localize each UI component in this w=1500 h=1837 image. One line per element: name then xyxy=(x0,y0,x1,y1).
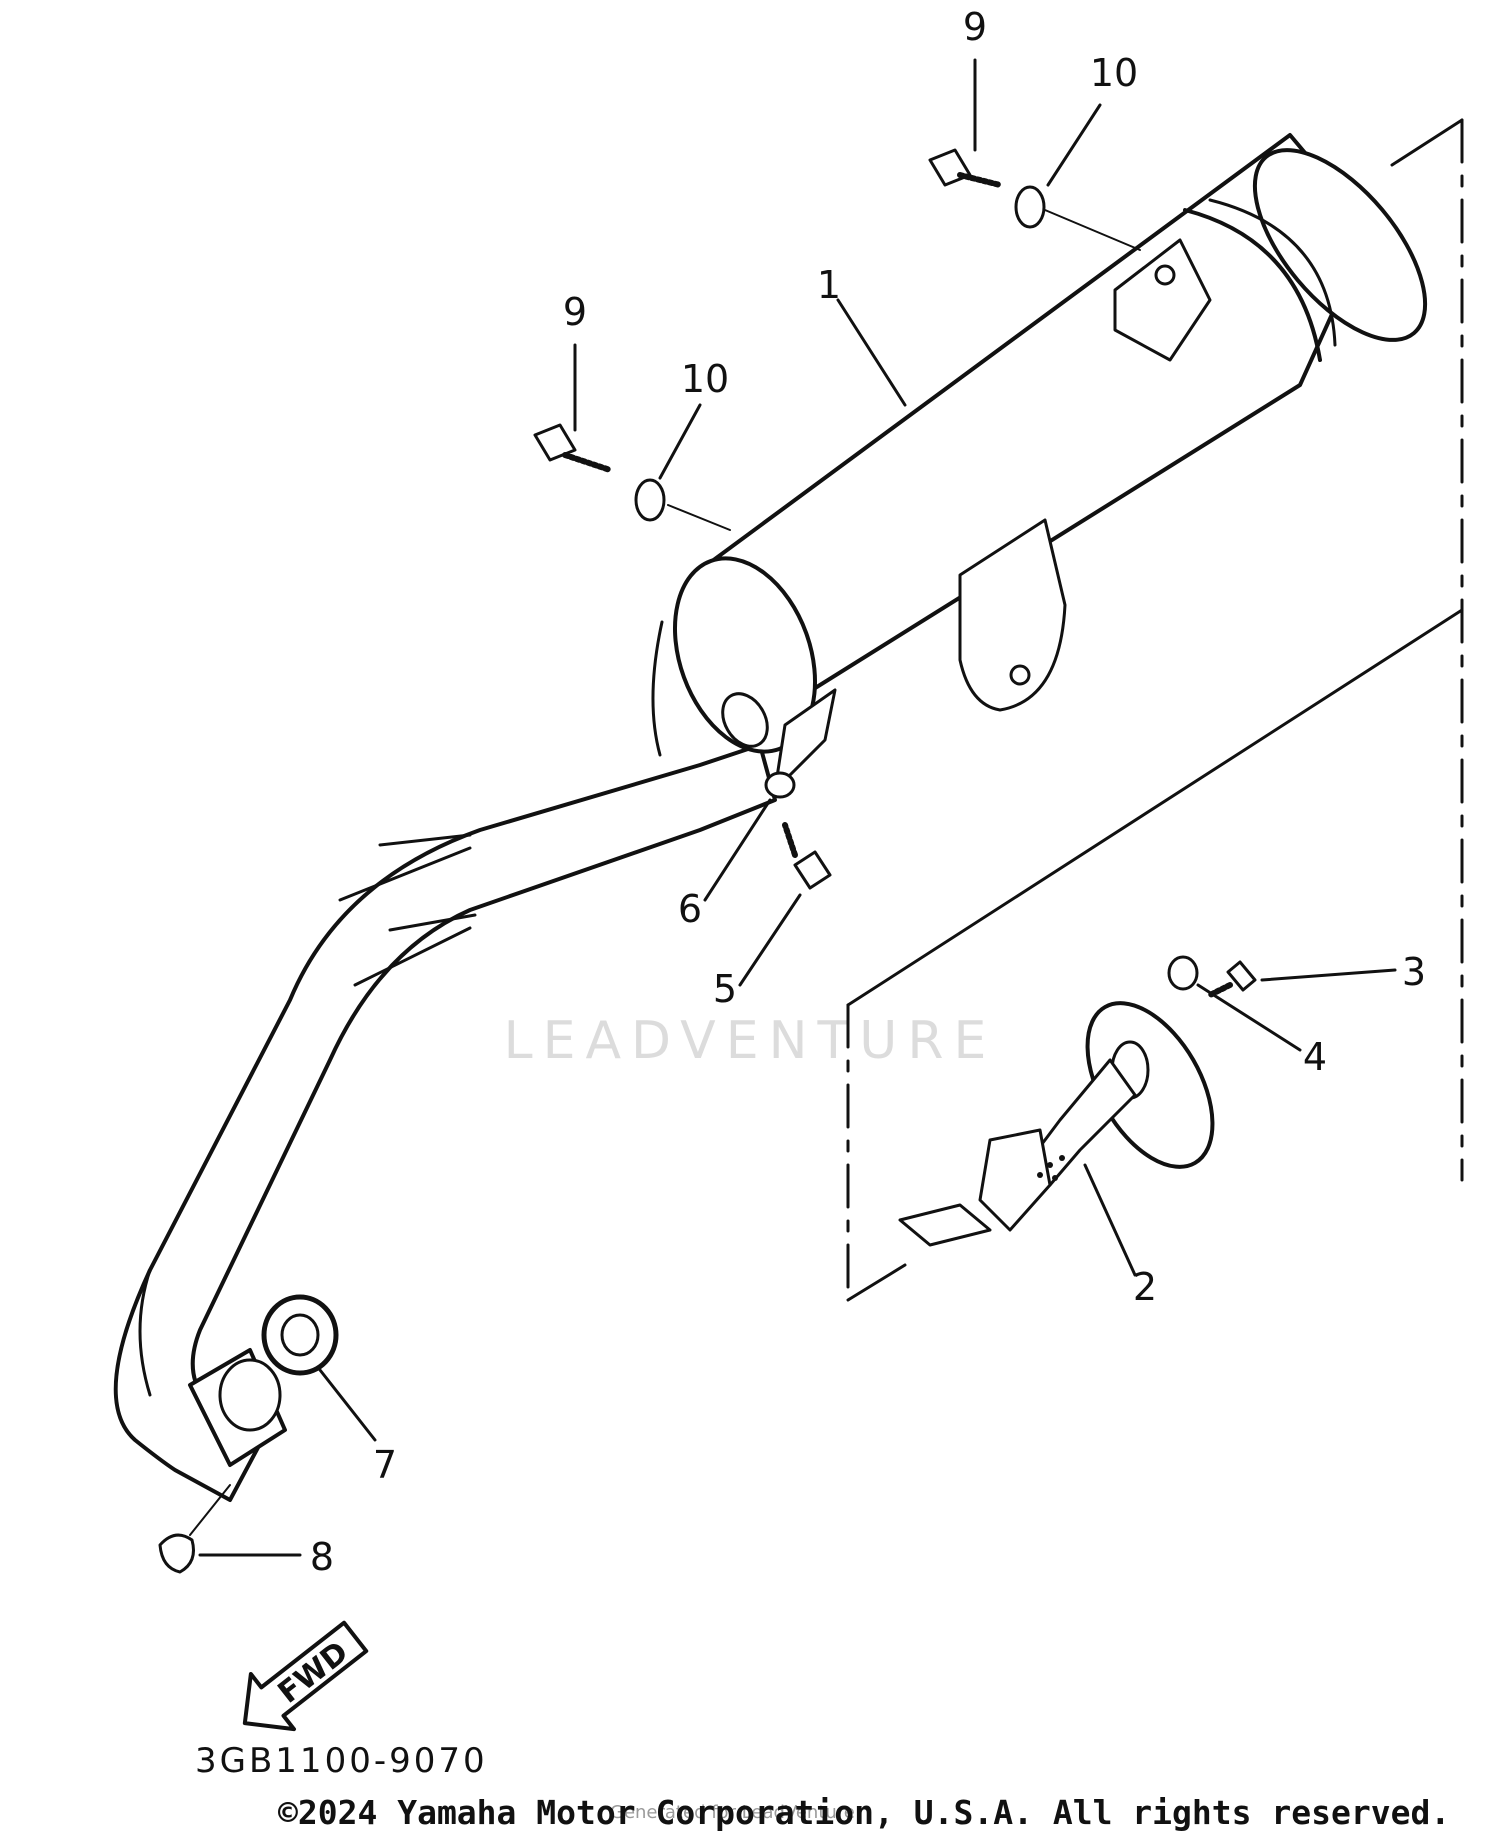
callout-9-lower: 9 xyxy=(563,290,587,334)
callout-6: 6 xyxy=(678,887,702,931)
callout-10-upper: 10 xyxy=(1090,51,1138,95)
washer-4 xyxy=(1167,955,1302,1052)
callout-4: 4 xyxy=(1303,1035,1327,1079)
fwd-arrow: FWD xyxy=(242,1620,369,1732)
callout-9-upper: 9 xyxy=(963,5,987,49)
callout-labels: 1 2 3 4 5 6 7 8 9 10 9 10 xyxy=(310,5,1426,1579)
drawing-number: 3GB1100-9070 xyxy=(195,1741,488,1781)
callout-10-lower: 10 xyxy=(681,357,729,401)
bolt-3 xyxy=(1207,960,1397,998)
bolt-5 xyxy=(738,822,832,987)
callout-8: 8 xyxy=(310,1535,334,1579)
washer-6 xyxy=(703,771,796,902)
callout-5: 5 xyxy=(713,967,737,1011)
callout-7: 7 xyxy=(373,1443,397,1487)
lower-bolt-9 xyxy=(533,343,613,473)
faint-overlay-text: Generated for LeadVenture xyxy=(610,1802,855,1823)
gasket-7 xyxy=(261,1294,377,1442)
nut-8 xyxy=(158,1484,302,1574)
callout-3: 3 xyxy=(1402,950,1426,994)
callout-1: 1 xyxy=(817,263,841,307)
pipe-flange xyxy=(188,1348,287,1467)
muffler-assembly xyxy=(113,133,1428,1502)
upper-washer-10 xyxy=(1014,103,1141,251)
upper-bolt-9 xyxy=(928,58,1003,188)
spark-arrester-insert xyxy=(898,1001,1215,1277)
copyright-notice: ©2024 Yamaha Motor Corporation, U.S.A. A… xyxy=(278,1793,1451,1832)
callout-2: 2 xyxy=(1133,1265,1157,1309)
watermark: LEADVENTURE xyxy=(504,1011,997,1071)
assembly-frame xyxy=(846,118,1464,1302)
lower-washer-10 xyxy=(634,403,731,531)
